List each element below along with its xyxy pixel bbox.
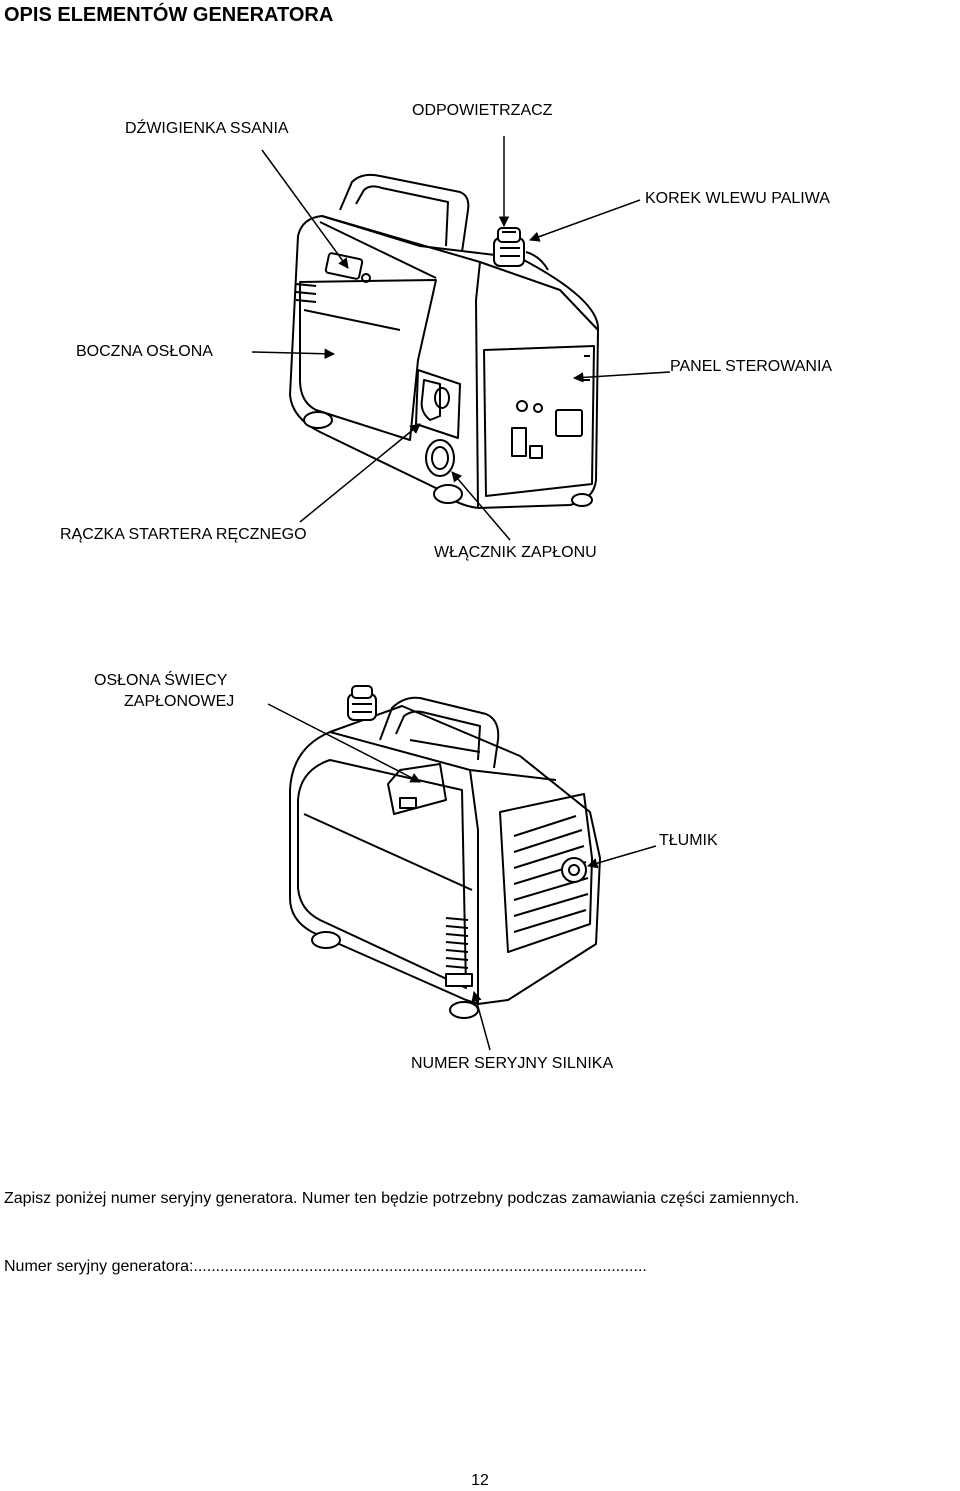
label-fuel-cap: KOREK WLEWU PALIWA — [645, 190, 830, 207]
label-muffler: TŁUMIK — [659, 832, 718, 849]
label-spark-plug-cover-line1: OSŁONA ŚWIECY — [94, 672, 228, 689]
label-recoil-starter: RĄCZKA STARTERA RĘCZNEGO — [60, 526, 307, 543]
serial-number-line: Numer seryjny generatora:...............… — [4, 1258, 647, 1275]
generator-front-view — [289, 173, 600, 509]
section-title: OPIS ELEMENTÓW GENERATORA — [4, 4, 334, 26]
serial-instruction-paragraph: Zapisz poniżej numer seryjny generatora.… — [4, 1190, 800, 1207]
label-vent: ODPOWIETRZACZ — [412, 102, 553, 119]
page-number: 12 — [471, 1472, 489, 1489]
figure2-leader-lines — [267, 703, 657, 1051]
label-choke-lever: DŹWIGIENKA SSANIA — [125, 120, 289, 137]
label-spark-plug-cover-line2: ZAPŁONOWEJ — [124, 693, 235, 710]
figure1-leader-lines — [251, 136, 671, 541]
generator-rear-view — [289, 685, 601, 1019]
label-engine-serial: NUMER SERYJNY SILNIKA — [411, 1055, 614, 1072]
label-ignition-switch: WŁĄCZNIK ZAPŁONU — [434, 544, 597, 561]
label-control-panel: PANEL STEROWANIA — [670, 358, 833, 375]
label-side-cover: BOCZNA OSŁONA — [76, 343, 213, 360]
